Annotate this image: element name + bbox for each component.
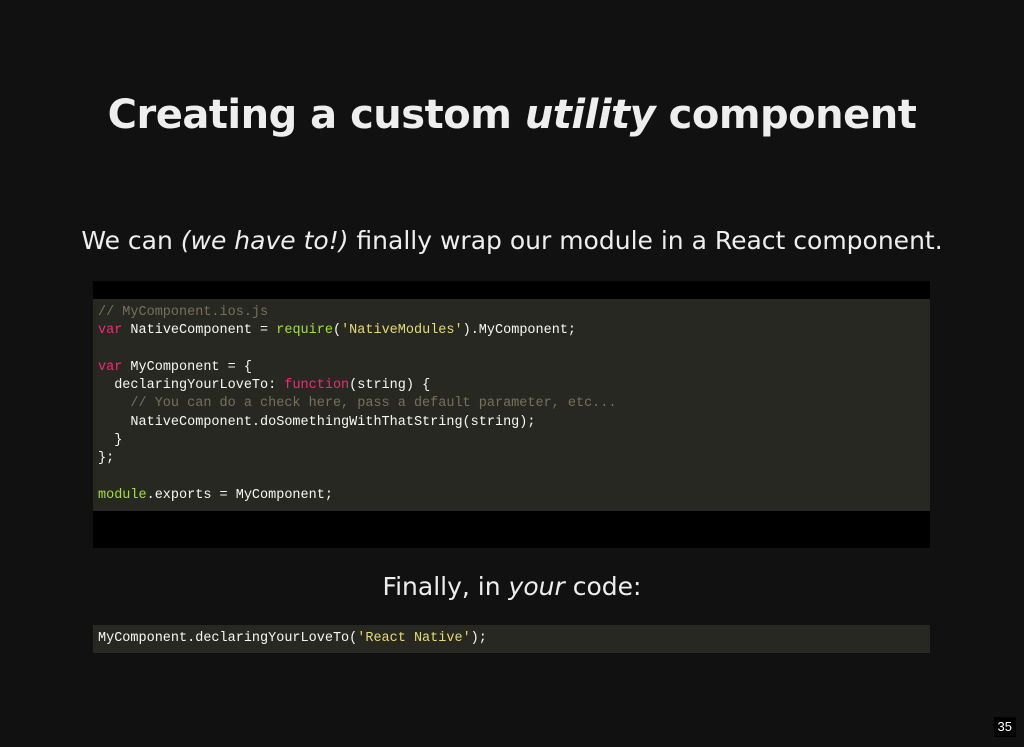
lead-text-start: We can xyxy=(81,226,181,255)
code-token-string: 'NativeModules' xyxy=(341,323,463,339)
code-token-plain: MyComponent = { xyxy=(122,359,252,375)
code-frame: // MyComponent.ios.js var NativeComponent… xyxy=(93,281,930,548)
sub-lead-text-start: Finally, in xyxy=(382,572,509,601)
sub-lead-emphasis: your xyxy=(508,572,565,601)
code-token-plain: } xyxy=(98,433,123,449)
lead-emphasis: (we have to!) xyxy=(180,226,349,255)
code-token-plain xyxy=(98,396,130,411)
code-line: module.exports = MyComponent; xyxy=(98,487,925,505)
code-line: NativeComponent.doSomethingWithThatStrin… xyxy=(98,414,925,432)
code-line: var NativeComponent = require('NativeMod… xyxy=(98,322,925,340)
code-line: // MyComponent.ios.js xyxy=(98,304,925,322)
code-token-plain: ); xyxy=(470,631,487,646)
code-block[interactable]: // MyComponent.ios.js var NativeComponent… xyxy=(93,299,930,511)
code-token-plain: declaringYourLoveTo: xyxy=(98,378,285,394)
code-line xyxy=(98,341,925,359)
lead-paragraph: We can (we have to!) finally wrap our mo… xyxy=(0,226,1024,255)
title-text-end: component xyxy=(655,92,917,138)
code-line: var MyComponent = { xyxy=(98,359,925,377)
inline-code-block[interactable]: MyComponent.declaringYourLoveTo('React N… xyxy=(93,625,930,653)
code-token-keyword: var xyxy=(98,323,123,339)
code-line: }; xyxy=(98,450,925,468)
slide-number: 35 xyxy=(993,717,1016,737)
code-token-comment: // You can do a check here, pass a defau… xyxy=(130,396,617,412)
code-token-plain: ( xyxy=(332,323,342,339)
slide-title: Creating a custom utility component xyxy=(0,92,1024,138)
code-token-builtin: require xyxy=(276,323,333,339)
title-emphasis: utility xyxy=(524,92,656,138)
code-line: } xyxy=(98,432,925,450)
code-token-plain: NativeComponent = xyxy=(122,323,277,339)
code-line: declaringYourLoveTo: function(string) { xyxy=(98,377,925,395)
code-token-plain: ).MyComponent; xyxy=(462,323,577,339)
code-token-keyword: function xyxy=(284,378,350,394)
code-token-plain: MyComponent.declaringYourLoveTo( xyxy=(98,631,358,646)
code-token-string: 'React Native' xyxy=(357,631,471,646)
sub-lead-paragraph: Finally, in your code: xyxy=(0,572,1024,601)
code-token-plain: (string) { xyxy=(349,378,431,394)
code-token-builtin: module xyxy=(98,487,147,503)
code-token-keyword: var xyxy=(98,359,123,375)
code-line xyxy=(98,469,925,487)
code-token-comment: // MyComponent.ios.js xyxy=(98,305,269,320)
code-token-plain: }; xyxy=(98,451,115,467)
sub-lead-text-end: code: xyxy=(564,572,642,601)
code-token-plain: .exports = MyComponent; xyxy=(146,487,333,503)
code-line: // You can do a check here, pass a defau… xyxy=(98,395,925,413)
lead-text-end: finally wrap our module in a React compo… xyxy=(348,226,943,255)
title-text-start: Creating a custom xyxy=(107,92,525,138)
code-token-plain: NativeComponent.doSomethingWithThatStrin… xyxy=(98,414,536,430)
